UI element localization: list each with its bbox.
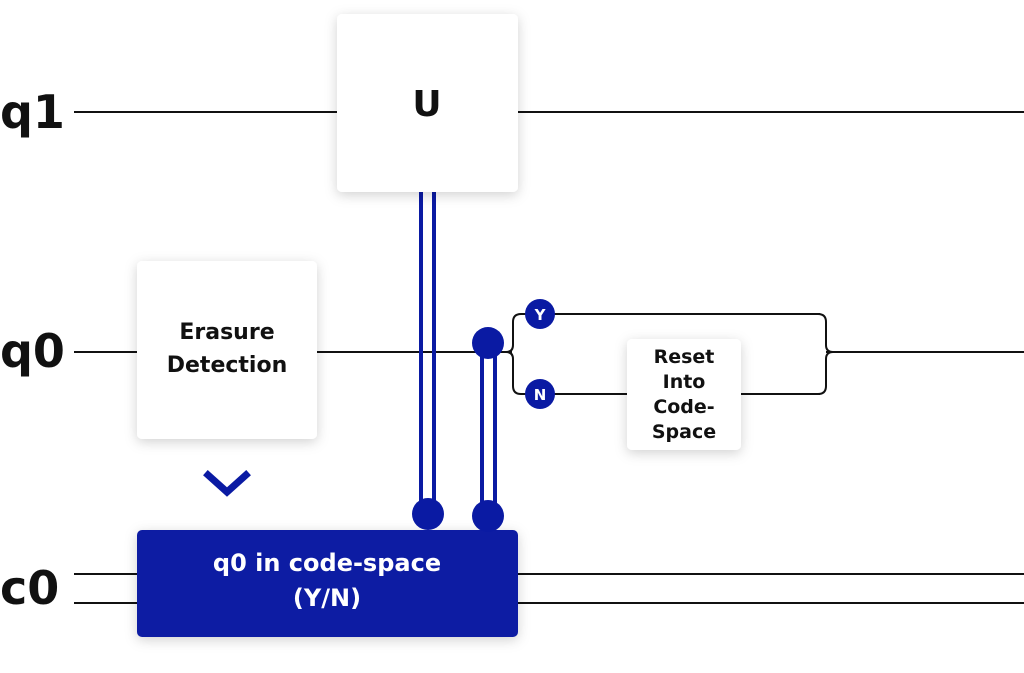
branch-yes-label: Y xyxy=(534,306,547,324)
control-dot-u xyxy=(412,498,444,530)
branch-no-badge: N xyxy=(525,379,555,409)
erasure-detection-label-line2: Detection xyxy=(167,353,288,378)
branch-no-label: N xyxy=(534,386,547,404)
q0-wire-label: q0 xyxy=(0,324,65,378)
erasure-detection-gate: Erasure Detection xyxy=(137,261,317,439)
control-dot-reset-top xyxy=(472,327,504,359)
code-space-check-line2: (Y/N) xyxy=(293,584,361,612)
reset-gate-label-line2: Into xyxy=(663,371,706,393)
chevron-down-icon xyxy=(203,470,251,497)
reset-gate-label-line3: Code- xyxy=(653,396,714,418)
u-gate-label: U xyxy=(412,84,441,125)
reset-gate: Reset Into Code- Space xyxy=(627,339,741,450)
c0-wire-label: c0 xyxy=(0,561,59,615)
q1-wire-label: q1 xyxy=(0,85,65,139)
code-space-check-box: q0 in code-space (Y/N) xyxy=(137,530,518,637)
reset-gate-label-line4: Space xyxy=(652,421,716,443)
reset-gate-label-line1: Reset xyxy=(654,346,715,368)
erasure-detection-label-line1: Erasure xyxy=(179,320,274,345)
u-gate: U xyxy=(337,14,518,192)
control-dot-reset-bottom xyxy=(472,500,504,532)
code-space-check-line1: q0 in code-space xyxy=(213,549,441,577)
branch-bracket-left-lower xyxy=(505,351,540,395)
branch-yes-badge: Y xyxy=(525,299,555,329)
branch-bracket-right xyxy=(817,313,834,395)
